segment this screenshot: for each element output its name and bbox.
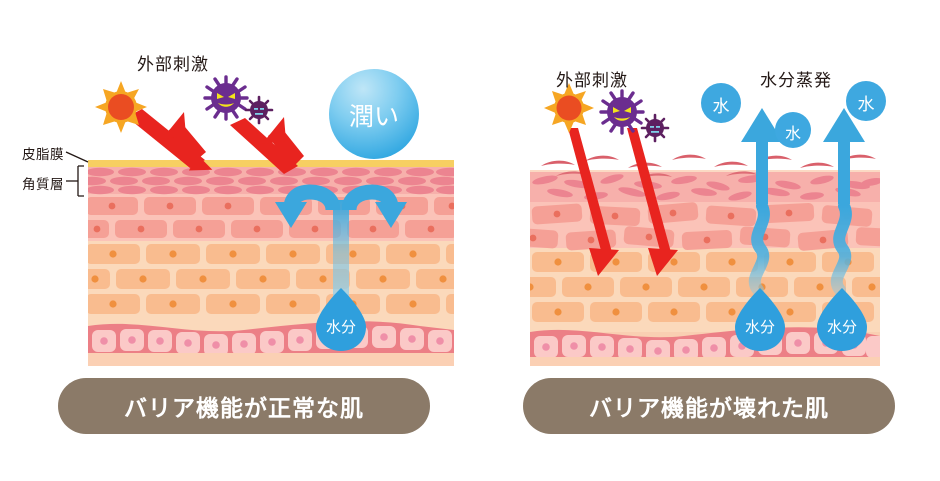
left-skin-block <box>88 160 454 366</box>
right-water-droplet-1-label: 水分 <box>744 319 775 336</box>
water-bubble-2-label: 水 <box>784 126 801 143</box>
right-sun-icon <box>544 83 594 133</box>
right-germ-small-icon <box>640 113 670 143</box>
moisture-bubble-label: 潤い <box>348 103 399 131</box>
moisture-bubble <box>329 69 419 159</box>
evaporation-heading: 水分蒸発 <box>760 71 832 90</box>
right-evaporation-arrows <box>735 108 867 351</box>
label-sebum-film: 皮脂膜 <box>22 147 64 162</box>
water-bubble-3-label: 水 <box>857 95 875 114</box>
left-water-droplet-label: 水分 <box>325 319 356 336</box>
right-water-droplet-2-label: 水分 <box>826 319 857 336</box>
left-sun-icon <box>95 81 147 133</box>
water-bubble-1-label: 水 <box>712 97 730 116</box>
label-stratum-corneum: 角質層 <box>22 177 64 192</box>
caption-normal-barrier: バリア機能が正常な肌 <box>58 378 430 434</box>
left-germ-small-icon <box>244 95 274 125</box>
left-label-leaders <box>65 151 89 197</box>
left-stimulus-heading: 外部刺激 <box>137 55 209 74</box>
right-germ-icon <box>599 89 645 135</box>
left-moisture-retention <box>275 184 407 351</box>
right-red-arrows <box>568 128 678 276</box>
water-bubbles <box>701 81 886 148</box>
left-germ-icon <box>203 75 249 121</box>
caption-broken-barrier: バリア機能が壊れた肌 <box>523 378 895 434</box>
left-red-arrows <box>127 109 304 174</box>
right-stimulus-heading: 外部刺激 <box>556 71 628 90</box>
